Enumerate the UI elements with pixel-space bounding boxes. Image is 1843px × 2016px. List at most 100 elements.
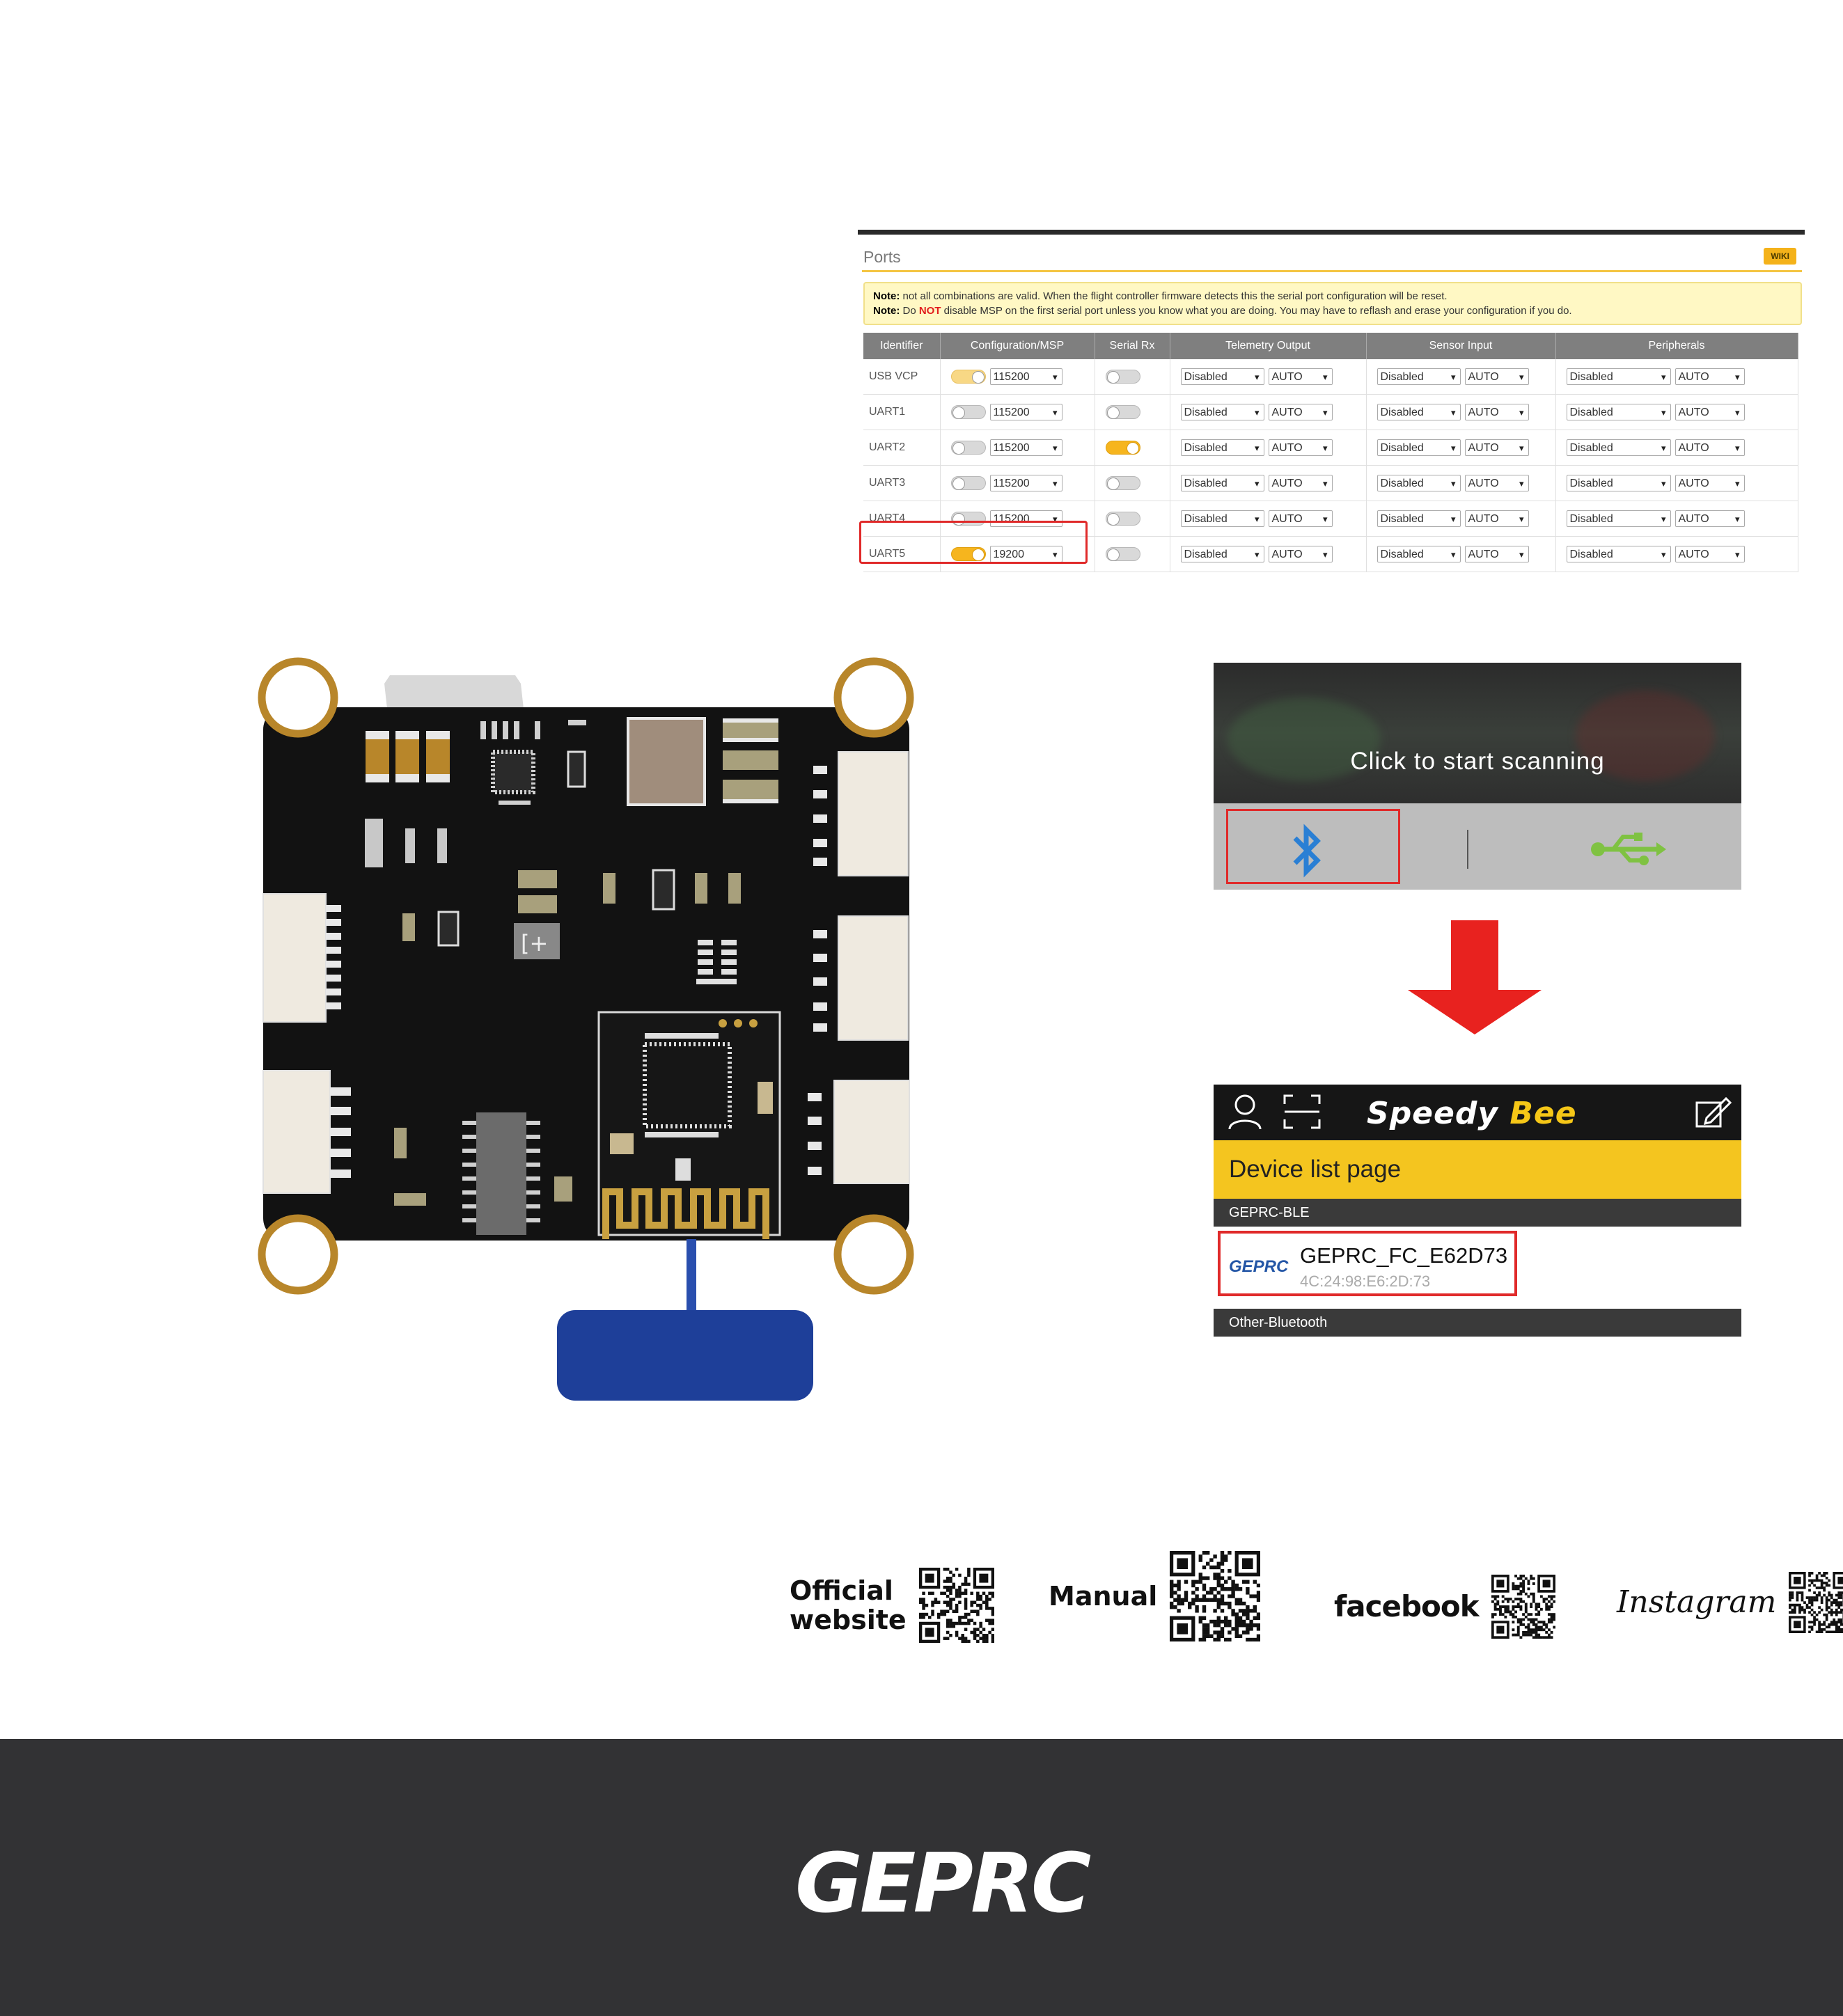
page-title-bar: Device list page [1214, 1140, 1741, 1199]
column-header: Peripherals [1555, 333, 1798, 359]
port-identifier: UART1 [863, 394, 941, 430]
serial-rx-toggle[interactable] [1105, 405, 1140, 419]
peripherals-select[interactable]: Disabled [1566, 368, 1671, 386]
qr-manual[interactable]: Manual [1049, 1551, 1261, 1641]
port-identifier: UART3 [863, 465, 941, 501]
side-connector [262, 751, 910, 1194]
msp-toggle[interactable] [950, 405, 986, 419]
facebook-label: facebook [1334, 1589, 1480, 1623]
qr-code-icon [918, 1568, 994, 1643]
port-identifier: UART4 [863, 501, 941, 537]
qr-code-icon [1491, 1575, 1555, 1639]
telemetry-select[interactable]: Disabled [1180, 404, 1264, 421]
telemetry-select[interactable]: Disabled [1180, 439, 1264, 457]
user-icon[interactable] [1228, 1093, 1262, 1131]
peripherals-baud-select[interactable]: AUTO [1675, 368, 1745, 386]
arrow-down-icon [1408, 920, 1542, 1034]
footer-bar [0, 1739, 1843, 2016]
sensor-baud-select[interactable]: AUTO [1464, 439, 1529, 457]
peripherals-baud-select[interactable]: AUTO [1675, 546, 1745, 563]
scan-frame-icon[interactable] [1283, 1094, 1321, 1129]
serial-rx-toggle[interactable] [1105, 441, 1140, 455]
sensor-select[interactable]: Disabled [1377, 368, 1461, 386]
sensor-select[interactable]: Disabled [1377, 439, 1461, 457]
device-name: GEPRC_FC_E62D73 [1300, 1243, 1508, 1268]
telemetry-baud-select[interactable]: AUTO [1268, 475, 1333, 492]
msp-toggle[interactable] [950, 476, 986, 490]
table-row: UART2115200DisabledAUTODisabledAUTODisab… [863, 430, 1798, 466]
sensor-baud-select[interactable]: AUTO [1464, 510, 1529, 528]
baud-select[interactable]: 115200 [989, 404, 1062, 421]
ports-panel: Ports WIKI Note: not all combinations ar… [858, 230, 1805, 572]
sensor-baud-select[interactable]: AUTO [1464, 546, 1529, 563]
baud-select[interactable]: 115200 [989, 368, 1062, 386]
bluetooth-icon [1293, 824, 1321, 878]
msp-toggle[interactable] [950, 547, 986, 561]
telemetry-baud-select[interactable]: AUTO [1268, 439, 1333, 457]
sensor-select[interactable]: Disabled [1377, 404, 1461, 421]
qr-instagram[interactable]: Instagram [1617, 1572, 1843, 1633]
edit-icon[interactable] [1694, 1093, 1732, 1131]
manual-label: Manual [1049, 1581, 1158, 1612]
uart5-highlight-box [859, 521, 1088, 564]
peripherals-baud-select[interactable]: AUTO [1675, 404, 1745, 421]
telemetry-baud-select[interactable]: AUTO [1268, 368, 1333, 386]
peripherals-baud-select[interactable]: AUTO [1675, 439, 1745, 457]
qr-facebook[interactable]: facebook [1334, 1575, 1555, 1639]
ports-title: Ports [863, 248, 901, 266]
device-highlight-box [1218, 1231, 1517, 1296]
telemetry-select[interactable]: Disabled [1180, 510, 1264, 528]
telemetry-baud-select[interactable]: AUTO [1268, 546, 1333, 563]
baud-select[interactable]: 19200 [989, 546, 1062, 563]
peripherals-select[interactable]: Disabled [1566, 510, 1671, 528]
baud-select[interactable]: 115200 [989, 439, 1062, 457]
serial-rx-toggle[interactable] [1105, 512, 1140, 526]
sensor-select[interactable]: Disabled [1377, 510, 1461, 528]
peripherals-select[interactable]: Disabled [1566, 439, 1671, 457]
peripherals-select[interactable]: Disabled [1566, 475, 1671, 492]
port-identifier: UART5 [863, 536, 941, 572]
instagram-label: Instagram [1617, 1584, 1777, 1620]
telemetry-baud-select[interactable]: AUTO [1268, 510, 1333, 528]
peripherals-baud-select[interactable]: AUTO [1675, 510, 1745, 528]
section-header-other: Other-Bluetooth [1214, 1309, 1741, 1337]
sensor-select[interactable]: Disabled [1377, 475, 1461, 492]
baud-select[interactable]: 115200 [989, 475, 1062, 492]
ports-top-bar [858, 230, 1805, 235]
telemetry-select[interactable]: Disabled [1180, 368, 1264, 386]
msp-toggle[interactable] [950, 441, 986, 455]
sensor-select[interactable]: Disabled [1377, 546, 1461, 563]
port-identifier: UART2 [863, 430, 941, 466]
port-identifier: USB VCP [863, 359, 941, 395]
bluetooth-button[interactable] [1226, 809, 1400, 884]
sensor-baud-select[interactable]: AUTO [1464, 475, 1529, 492]
sensor-baud-select[interactable]: AUTO [1464, 404, 1529, 421]
mount-pad [258, 657, 914, 1295]
telemetry-select[interactable]: Disabled [1180, 475, 1264, 492]
wiki-button[interactable]: WIKI [1764, 248, 1796, 265]
serial-rx-toggle[interactable] [1105, 476, 1140, 490]
column-header: Identifier [863, 333, 941, 359]
peripherals-baud-select[interactable]: AUTO [1675, 475, 1745, 492]
connection-divider [1467, 830, 1468, 869]
msp-toggle[interactable] [950, 370, 986, 384]
peripherals-select[interactable]: Disabled [1566, 546, 1671, 563]
telemetry-select[interactable]: Disabled [1180, 546, 1264, 563]
serial-rx-toggle[interactable] [1105, 547, 1140, 561]
telemetry-baud-select[interactable]: AUTO [1268, 404, 1333, 421]
device-mac: 4C:24:98:E6:2D:73 [1300, 1273, 1431, 1290]
usb-icon[interactable] [1590, 830, 1666, 869]
table-row: UART3115200DisabledAUTODisabledAUTODisab… [863, 465, 1798, 501]
serial-rx-toggle[interactable] [1105, 370, 1140, 384]
column-header: Sensor Input [1366, 333, 1556, 359]
table-row: UART4115200DisabledAUTODisabledAUTODisab… [863, 501, 1798, 537]
scan-banner[interactable]: Click to start scanning [1214, 663, 1741, 803]
svg-text:[+: [+ [521, 930, 548, 956]
peripherals-select[interactable]: Disabled [1566, 404, 1671, 421]
table-row: USB VCP115200DisabledAUTODisabledAUTODis… [863, 359, 1798, 395]
table-row: UART519200DisabledAUTODisabledAUTODisabl… [863, 536, 1798, 572]
sensor-baud-select[interactable]: AUTO [1464, 368, 1529, 386]
